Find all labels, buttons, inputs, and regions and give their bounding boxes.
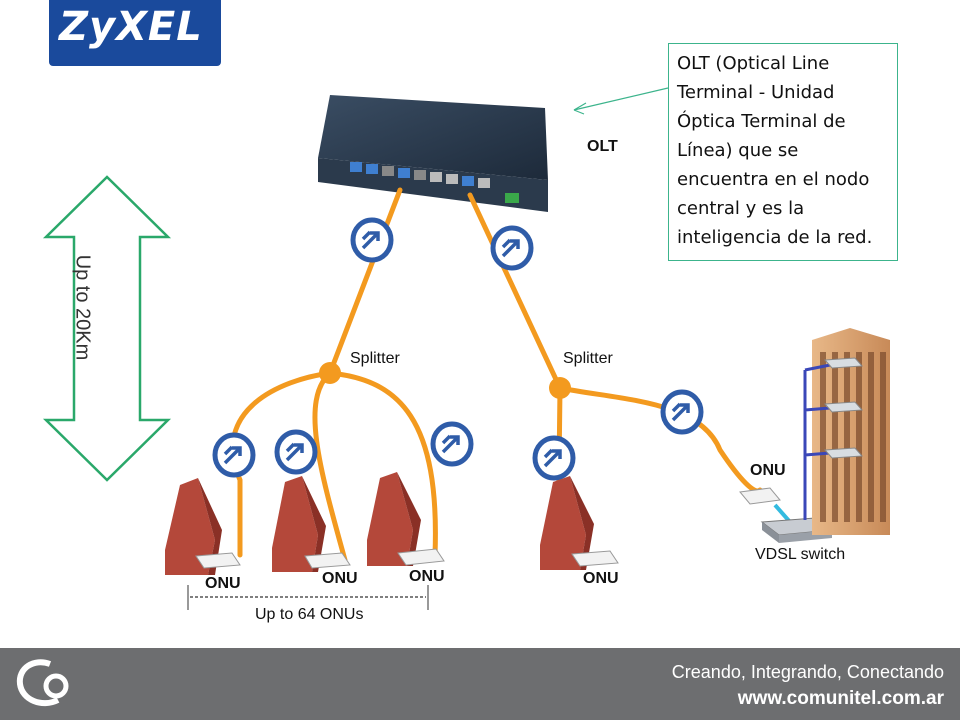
zyxel-logo: ZyXEL xyxy=(49,0,221,66)
distance-label: Up to 20Km xyxy=(71,254,94,361)
fiber-onu-2 xyxy=(312,370,348,563)
splitter-left xyxy=(319,362,341,384)
fiber-badge-icon xyxy=(532,435,576,481)
onu-building-device xyxy=(739,487,781,505)
footer-tagline: Creando, Integrando, Conectando xyxy=(671,662,944,682)
fiber-badges xyxy=(212,217,704,481)
fiber-olt-splitter-left xyxy=(327,187,403,376)
splitter-right xyxy=(549,377,571,399)
splitter-right-label: Splitter xyxy=(563,350,613,367)
fiber-onu-3 xyxy=(327,370,438,558)
onu-house-2 xyxy=(272,476,351,572)
onu-range-bracket xyxy=(187,585,429,610)
footer-bar: Co Creando, Integrando, Conectando www.c… xyxy=(0,648,960,720)
olt-callout-text: OLT (Optical Line Terminal - Unidad Ópti… xyxy=(677,53,873,248)
fiber-badge-icon xyxy=(212,432,256,478)
vdsl-link xyxy=(773,503,792,524)
fiber-badge-icon xyxy=(274,429,318,475)
onu-range-label: Up to 64 ONUs xyxy=(255,606,364,623)
fiber-olt-splitter-right xyxy=(467,192,563,391)
footer-logo-text: Co xyxy=(78,678,80,679)
onu-house-3 xyxy=(367,472,445,566)
footer-url: www.comunitel.com.ar xyxy=(737,688,944,709)
zyxel-logo-text: ZyXEL xyxy=(59,4,203,50)
onu-houses xyxy=(165,472,619,575)
comunitel-logo-icon xyxy=(16,659,69,707)
onu-label-1: ONU xyxy=(205,575,241,592)
vdsl-switch-label: VDSL switch xyxy=(755,546,846,563)
fiber-badge-icon xyxy=(490,225,534,271)
building xyxy=(803,328,890,535)
onu-label-4: ONU xyxy=(583,570,619,587)
onu-house-1 xyxy=(165,478,241,575)
fiber-badge-icon xyxy=(350,217,394,263)
onu-label-3: ONU xyxy=(409,568,445,585)
fiber-badge-icon xyxy=(660,389,704,435)
onu-label-5: ONU xyxy=(750,462,786,479)
callout-pointer xyxy=(573,87,669,115)
olt-label: OLT xyxy=(587,138,618,155)
onu-house-4 xyxy=(540,476,619,570)
onu-label-2: ONU xyxy=(322,570,358,587)
splitter-left-label: Splitter xyxy=(350,350,400,367)
distance-arrow xyxy=(42,175,172,482)
fiber-badge-icon xyxy=(430,421,474,467)
olt-ports xyxy=(350,162,519,203)
olt-callout: OLT (Optical Line Terminal - Unidad Ópti… xyxy=(668,43,898,261)
fiber-onu-5 xyxy=(557,385,763,494)
olt-device xyxy=(318,95,548,212)
